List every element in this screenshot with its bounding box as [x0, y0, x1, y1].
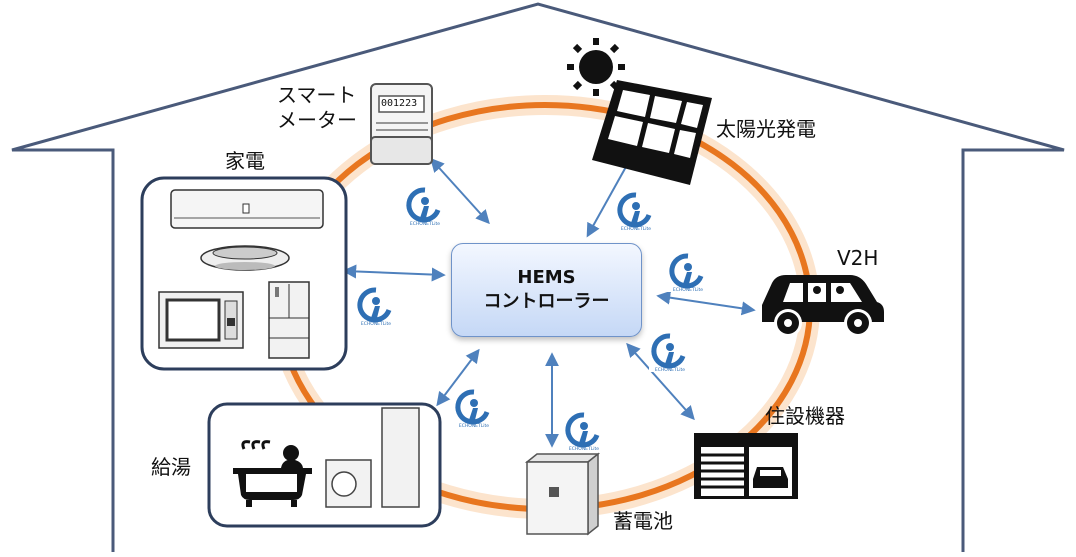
svg-text:ECHONETLite: ECHONETLite	[361, 321, 391, 327]
smart-meter-display: 001223	[381, 98, 418, 109]
garage-icon	[694, 433, 798, 499]
svg-text:ECHONETLite: ECHONETLite	[673, 287, 703, 293]
air-conditioner-icon	[170, 189, 324, 229]
water-heater-unit-icon	[325, 407, 420, 508]
label-storage-battery: 蓄電池	[613, 509, 673, 533]
echonet-logo: ECHONETLite	[453, 388, 495, 429]
label-housing-equipment: 住設機器	[765, 404, 845, 428]
label-hot-water: 給湯	[151, 455, 191, 479]
hems-subtitle: コントローラー	[483, 291, 610, 312]
svg-text:ECHONETLite: ECHONETLite	[621, 226, 651, 232]
label-smart-meter-line2: メーター	[277, 108, 357, 132]
arrow-smart-meter	[430, 157, 490, 225]
arrow-hot-water	[436, 348, 480, 407]
arrow-v2h	[656, 290, 756, 316]
arrow-appliances	[342, 264, 446, 282]
label-appliances: 家電	[225, 149, 265, 173]
refrigerator-icon	[268, 281, 310, 359]
label-solar: 太陽光発電	[716, 117, 816, 141]
echonet-logo: ECHONETLite	[355, 286, 397, 327]
svg-text:ECHONETLite: ECHONETLite	[655, 367, 685, 373]
hems-controller: HEMS コントローラー	[451, 243, 642, 337]
arrow-solar	[586, 153, 634, 238]
connection-arrows	[342, 153, 756, 448]
label-v2h: V2H	[837, 246, 879, 270]
echonet-logo: ECHONETLite	[649, 332, 691, 373]
microwave-icon	[158, 291, 244, 349]
svg-text:ECHONETLite: ECHONETLite	[410, 221, 440, 227]
ceiling-light-icon	[200, 245, 290, 271]
bathtub-icon	[233, 440, 312, 507]
storage-battery-icon	[524, 452, 601, 536]
echonet-logo: ECHONETLite	[563, 411, 605, 452]
smart-meter-icon	[370, 83, 433, 165]
svg-text:ECHONETLite: ECHONETLite	[569, 446, 599, 452]
echonet-logo: ECHONETLite	[404, 186, 446, 227]
svg-text:ECHONETLite: ECHONETLite	[459, 423, 489, 429]
hems-title: HEMS	[517, 266, 576, 288]
echonet-logo: ECHONETLite	[615, 191, 657, 232]
sun-icon	[567, 38, 625, 96]
arrow-housing	[626, 342, 695, 421]
echonet-logo: ECHONETLite	[667, 252, 709, 293]
house-outline	[11, 2, 1065, 552]
label-smart-meter-line1: スマート	[277, 83, 357, 107]
solar-panel-icon	[592, 80, 712, 185]
car-icon	[762, 275, 884, 337]
